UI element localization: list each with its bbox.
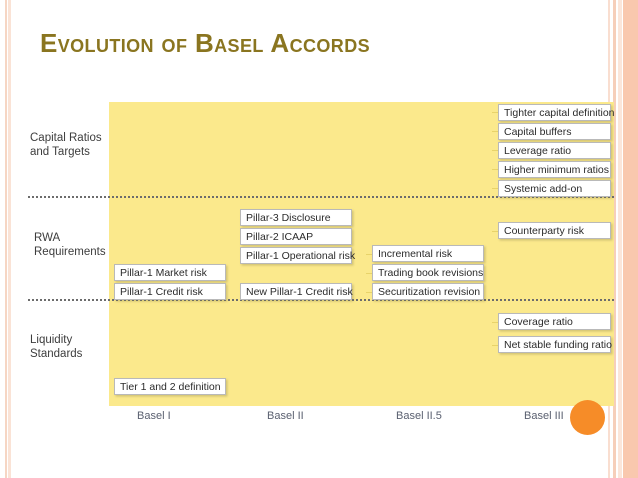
left-edge-stripe-inner <box>8 0 11 478</box>
row-label-rwa-line1: RWA <box>34 232 61 244</box>
axis-label-basel-ii-5: Basel II.5 <box>396 410 442 422</box>
box-pillar1-market-risk[interactable]: Pillar-1 Market risk <box>114 264 226 281</box>
row-label-liquidity-line1: Liquidity <box>30 334 73 346</box>
box-systemic-add-on[interactable]: Systemic add-on <box>498 180 611 197</box>
box-trading-book-revisions[interactable]: Trading book revisions <box>372 264 484 281</box>
box-pillar1-credit-risk[interactable]: Pillar-1 Credit risk <box>114 283 226 300</box>
axis-label-basel-iii: Basel III <box>524 410 564 422</box>
right-edge-stripe-4 <box>623 0 638 478</box>
box-pillar1-operational-risk[interactable]: Pillar-1 Operational risk <box>240 247 355 264</box>
row-label-rwa-requirements: RWA Requirements <box>34 232 112 259</box>
page-title: Evolution of Basel Accords <box>40 28 371 58</box>
box-incremental-risk[interactable]: Incremental risk <box>372 245 484 262</box>
accent-circle-decoration <box>570 400 605 435</box>
row-label-capital-ratios: Capital Ratios and Targets <box>30 132 108 159</box>
row-label-rwa-line2: Requirements <box>34 245 106 258</box>
box-pillar3-disclosure[interactable]: Pillar-3 Disclosure <box>240 209 352 226</box>
row-label-liquidity-line2: Standards <box>30 347 83 360</box>
box-securitization-revision[interactable]: Securitization revision <box>372 283 484 300</box>
row-label-capital-line2: and Targets <box>30 145 90 158</box>
axis-label-basel-ii: Basel II <box>267 410 304 422</box>
row-label-liquidity-standards: Liquidity Standards <box>30 334 108 361</box>
box-higher-minimum-ratios[interactable]: Higher minimum ratios <box>498 161 611 178</box>
box-new-pillar1-credit-risk[interactable]: New Pillar-1 Credit risk <box>240 283 353 300</box>
connector-stub <box>366 273 376 274</box>
box-coverage-ratio[interactable]: Coverage ratio <box>498 313 611 330</box>
box-net-stable-funding-ratio[interactable]: Net stable funding ratio <box>498 336 612 353</box>
band-divider-capital-rwa <box>28 196 614 198</box>
connector-stub <box>366 254 376 255</box>
left-edge-stripe-outer <box>5 0 7 478</box>
right-edge-stripe-2 <box>613 0 616 478</box>
box-leverage-ratio[interactable]: Leverage ratio <box>498 142 611 159</box>
connector-stub <box>366 292 376 293</box>
box-tier-1-and-2-definition[interactable]: Tier 1 and 2 definition <box>114 378 226 395</box>
axis-label-basel-i: Basel I <box>137 410 171 422</box>
box-counterparty-risk[interactable]: Counterparty risk <box>498 222 611 239</box>
box-capital-buffers[interactable]: Capital buffers <box>498 123 611 140</box>
box-pillar2-icaap[interactable]: Pillar-2 ICAAP <box>240 228 352 245</box>
row-label-capital-line1: Capital Ratios <box>30 132 102 144</box>
box-tighter-capital-definition[interactable]: Tighter capital definition <box>498 104 615 121</box>
band-divider-rwa-liquidity <box>28 299 614 301</box>
right-edge-stripe-3 <box>618 0 622 478</box>
